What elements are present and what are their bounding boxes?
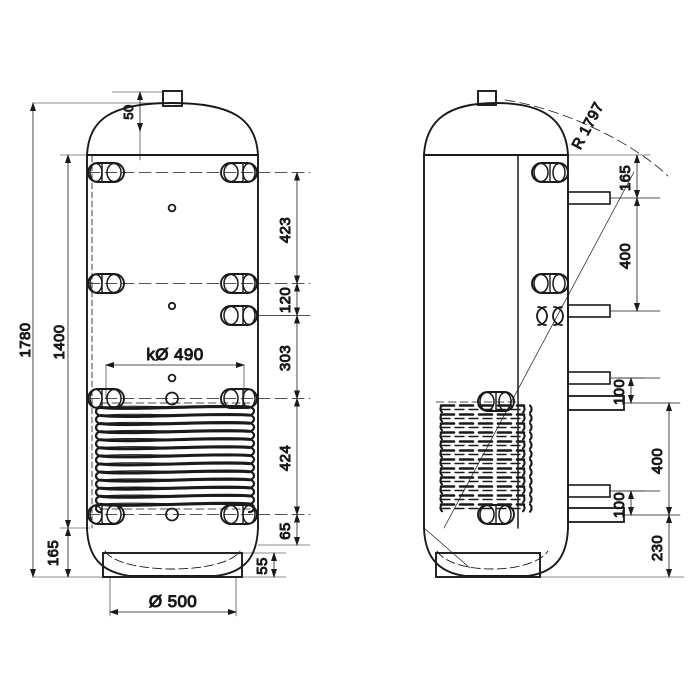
side-bottom-dome bbox=[423, 527, 569, 577]
side-stub-2 bbox=[567, 304, 661, 318]
dim-s400b-label: 400 bbox=[649, 448, 666, 474]
side-nozzle-c bbox=[536, 306, 564, 326]
side-view-group: R 1797 bbox=[423, 90, 681, 578]
dim-s100b-label: 100 bbox=[611, 492, 628, 518]
side-nozzle-d bbox=[477, 391, 515, 412]
front-heat-exchanger-coil bbox=[94, 404, 256, 514]
side-heat-exchanger-coil bbox=[439, 404, 533, 513]
dim-120-label: 120 bbox=[277, 287, 294, 313]
dim-65-label: 65 bbox=[277, 522, 294, 540]
dim-490-label: kØ 490 bbox=[146, 345, 203, 364]
dim-423-label: 423 bbox=[277, 217, 294, 243]
front-port-lower bbox=[167, 373, 177, 383]
dim-500-label: Ø 500 bbox=[149, 592, 197, 611]
side-top-nozzle bbox=[477, 90, 497, 106]
front-top-dome bbox=[86, 102, 259, 156]
front-bottom-dome bbox=[86, 527, 259, 577]
side-top-dome bbox=[423, 102, 569, 156]
dim-s100a-label: 100 bbox=[611, 379, 628, 405]
side-nozzle-b bbox=[531, 273, 569, 294]
dim-s165-label: 165 bbox=[617, 165, 634, 191]
front-nozzle-row-3 bbox=[220, 305, 258, 326]
front-port-upper bbox=[167, 203, 177, 213]
side-base-skirt bbox=[435, 552, 541, 578]
dim-165-label: 165 bbox=[45, 540, 62, 566]
front-dimensions: 1780 1400 165 50 423 120 303 424 65 55 bbox=[17, 91, 311, 617]
dim-1780-label: 1780 bbox=[17, 323, 34, 358]
side-nozzle-a bbox=[531, 162, 569, 183]
dim-1400-label: 1400 bbox=[51, 325, 68, 360]
front-port-mid bbox=[167, 301, 177, 311]
dim-s400a-label: 400 bbox=[617, 243, 634, 269]
dim-303-label: 303 bbox=[277, 345, 294, 371]
side-radius-leader-2 bbox=[423, 527, 471, 569]
dim-R1797-label: R 1797 bbox=[569, 99, 608, 152]
front-base-skirt bbox=[102, 552, 243, 578]
dim-s230-label: 230 bbox=[649, 535, 666, 561]
side-radius-leader bbox=[443, 171, 635, 529]
dim-424-label: 424 bbox=[277, 445, 294, 471]
front-view-group bbox=[86, 90, 311, 578]
front-top-nozzle bbox=[162, 90, 183, 107]
front-bottom-dashed bbox=[104, 550, 241, 570]
side-radius-arc bbox=[504, 99, 669, 177]
side-dimensions: 165 400 100 100 400 230 bbox=[539, 154, 685, 578]
dim-50-label: 50 bbox=[121, 104, 136, 119]
side-stub-1 bbox=[567, 191, 661, 205]
dim-55-label: 55 bbox=[254, 557, 271, 575]
